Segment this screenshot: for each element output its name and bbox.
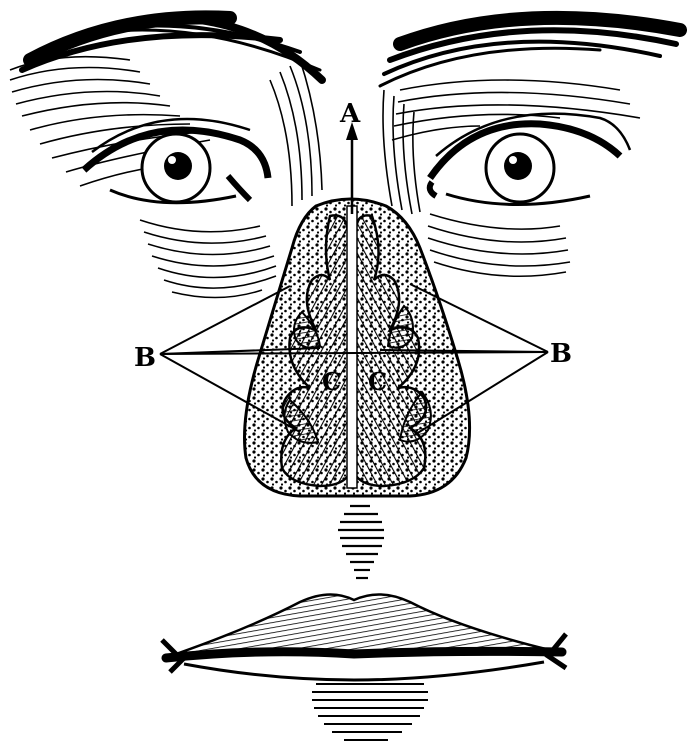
left-pupil <box>164 152 192 180</box>
right-upper-lid <box>427 120 623 180</box>
mouth <box>160 593 568 682</box>
label-b-right: B <box>550 339 572 369</box>
right-lid-crease <box>435 112 632 157</box>
right-lower-lid <box>445 192 591 207</box>
right-eye-highlight <box>509 156 517 164</box>
chin-shading <box>312 683 428 741</box>
right-pupil <box>504 152 532 180</box>
left-eye-highlight <box>168 156 176 164</box>
right-eye <box>426 112 632 207</box>
lower-lip <box>183 660 545 682</box>
right-eyebrow <box>378 10 687 88</box>
right-brow-shading <box>382 79 641 215</box>
philtrum-shading <box>338 504 384 580</box>
right-under-eye-shading <box>427 213 571 277</box>
left-upper-lid <box>81 126 272 179</box>
left-eyebrow <box>19 10 326 84</box>
right-upper-turbinate <box>386 304 414 349</box>
label-c-left: C <box>322 367 341 396</box>
arrow-a <box>346 122 358 214</box>
left-brow-shading <box>9 55 323 207</box>
left-lid-crease <box>91 117 251 153</box>
nasal-cross-section <box>243 197 472 498</box>
label-b-left: B <box>134 343 156 373</box>
left-lower-lid <box>109 188 237 205</box>
lip-line <box>161 646 567 663</box>
label-c-right: C <box>368 367 387 396</box>
left-eye <box>81 117 272 205</box>
left-lower-turbinate <box>283 398 320 444</box>
upper-lip <box>175 593 551 656</box>
label-a: A <box>339 99 361 129</box>
nasal-septum <box>346 205 358 489</box>
b-construction-lines <box>159 283 549 435</box>
left-under-eye-shading <box>139 219 277 299</box>
